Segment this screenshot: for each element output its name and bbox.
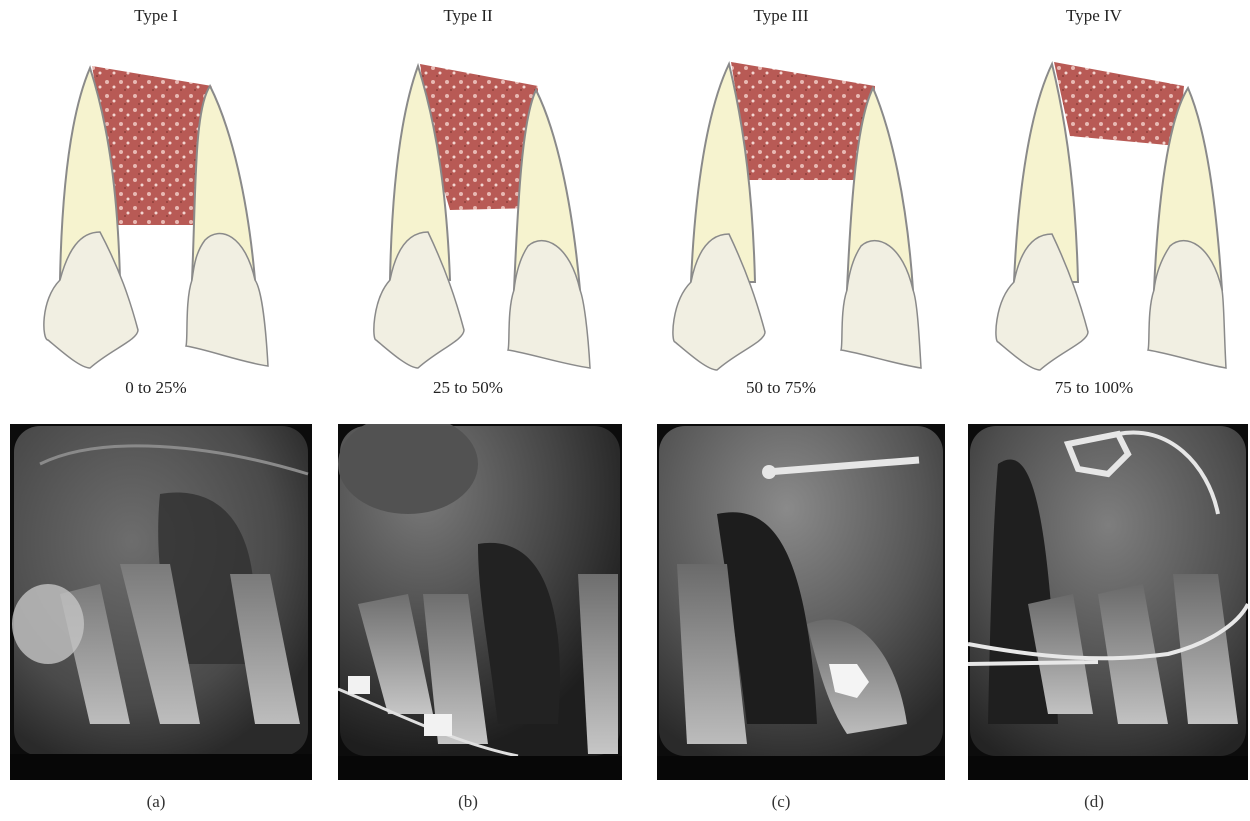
panel-type-1: Type I 0 to 25% — [0, 0, 312, 821]
defect-diagram — [958, 50, 1238, 380]
radiograph — [10, 424, 312, 780]
crown-left — [374, 232, 464, 368]
subfigure-caption: (c) — [625, 792, 937, 812]
type-label: Type II — [312, 6, 624, 26]
defect-diagram — [332, 50, 612, 380]
bone-defect — [731, 62, 875, 180]
range-label: 50 to 75% — [625, 378, 937, 398]
radiograph — [338, 424, 622, 780]
panel-type-3: Type III 50 to 75% — [625, 0, 937, 821]
subfigure-caption: (a) — [0, 792, 312, 812]
type-label: Type IV — [938, 6, 1250, 26]
range-label: 75 to 100% — [938, 378, 1250, 398]
subfigure-caption: (d) — [938, 792, 1250, 812]
range-label: 25 to 50% — [312, 378, 624, 398]
panel-type-2: Type II 25 to 50% — [312, 0, 624, 821]
bone-defect — [1054, 62, 1184, 146]
range-label: 0 to 25% — [0, 378, 312, 398]
defect-diagram — [645, 50, 925, 380]
defect-diagram — [20, 50, 300, 380]
crown-right — [186, 233, 268, 366]
crown-left — [44, 232, 138, 368]
type-label: Type III — [625, 6, 937, 26]
type-label: Type I — [0, 6, 312, 26]
panel-type-4: Type IV 75 to 100% — [938, 0, 1250, 821]
radiograph — [968, 424, 1248, 780]
radiograph — [657, 424, 945, 780]
subfigure-caption: (b) — [312, 792, 624, 812]
